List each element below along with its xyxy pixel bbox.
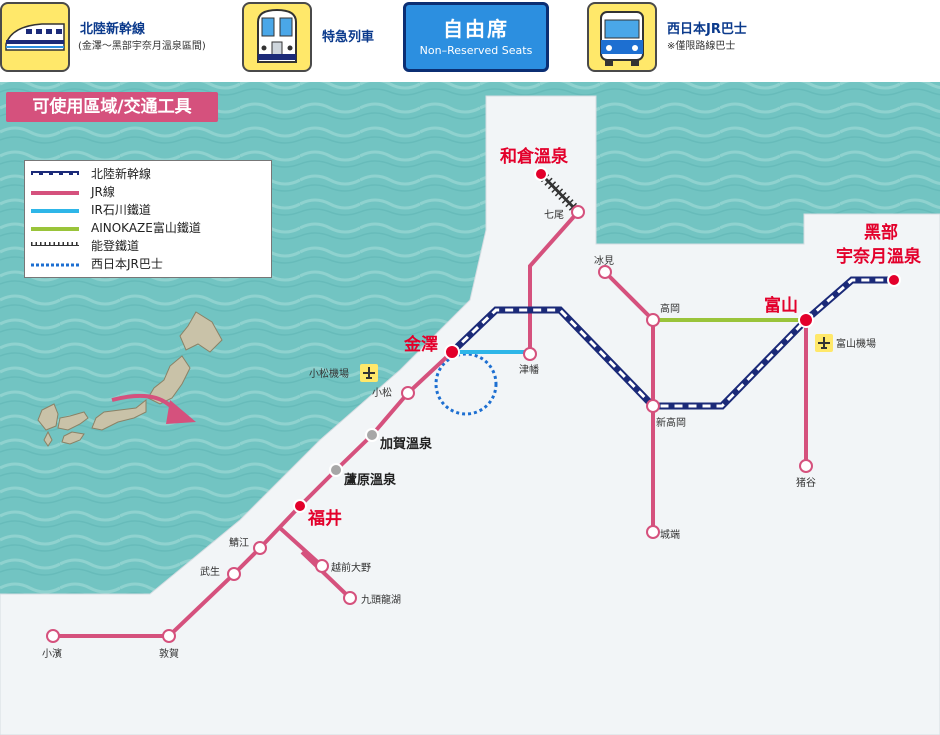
station-label: 宇奈月溫泉 (836, 246, 922, 267)
station-label: 冰見 (594, 254, 614, 267)
jr-swatch (31, 191, 79, 195)
legend-label: 西日本JR巴士 (91, 257, 163, 271)
station-label: 蘆原溫泉 (344, 472, 397, 488)
area-title: 可使用區域/交通工具 (6, 92, 218, 122)
station-label: 新高岡 (656, 416, 686, 429)
location-arrow (111, 393, 184, 416)
station-label: 猪谷 (796, 477, 816, 489)
ainokaze-swatch (31, 227, 79, 231)
station-label: 和倉溫泉 (500, 146, 569, 167)
legend-label: AINOKAZE富山鐵道 (91, 221, 201, 235)
legend: 北陸新幹線 JR線 IR石川鐵道 AINOKAZE富山鐵道 能登鐵道 西日本JR… (24, 160, 272, 278)
airplane-icon (360, 364, 378, 382)
legend-label: IR石川鐵道 (91, 203, 151, 217)
shinkansen-swatch (31, 171, 79, 175)
seat-main-label: 自由席 (443, 17, 509, 41)
legend-label: 北陸新幹線 (91, 167, 152, 181)
shinkansen-icon (0, 2, 70, 72)
station-markers (46, 167, 901, 643)
non-reserved-seats-badge: 自由席 Non–Reserved Seats (403, 2, 549, 72)
ir-swatch (31, 209, 79, 213)
airport-label: 富山機場 (836, 337, 876, 350)
japan-silhouette (37, 311, 223, 447)
station-label: 加賀溫泉 (379, 436, 433, 452)
shinkansen-sublabel: (金澤～黑部宇奈月溫泉區間) (78, 41, 206, 52)
bus-icon (587, 2, 657, 72)
station-label: 津幡 (519, 363, 539, 376)
station-label: 武生 (200, 565, 220, 578)
station-label: 金澤 (403, 334, 438, 355)
station-label: 鯖江 (229, 536, 249, 549)
noto-swatch (31, 242, 79, 246)
header-bar: 北陸新幹線 (金澤～黑部宇奈月溫泉區間) 特急列車 自由席 Non–Reserv… (0, 0, 940, 82)
bus-sublabel: ※僅限路線巴士 (667, 41, 736, 52)
station-label: 小松 (372, 386, 392, 399)
airplane-icon (815, 334, 833, 352)
airport-label: 小松機場 (309, 367, 349, 380)
hokuriku-shinkansen-line (449, 276, 894, 410)
station-label: 敦賀 (159, 647, 179, 660)
station-label: 七尾 (544, 209, 564, 221)
location-arrow-head (166, 400, 196, 424)
limited-express-label: 特急列車 (322, 30, 375, 45)
limited-express-train-icon (242, 2, 312, 72)
bus-swatch (31, 263, 79, 267)
station-label: 黑部 (864, 222, 898, 243)
station-label: 富山 (764, 295, 798, 316)
station-label: 福井 (307, 508, 342, 529)
jr-lines (53, 210, 808, 638)
station-labels: 和倉溫泉 七尾 黑部 宇奈月溫泉 冰見 高岡 富山 金澤 津幡 小松 新高岡 加… (42, 146, 922, 660)
station-label: 城端 (660, 528, 680, 541)
station-label: 九頭龍湖 (361, 593, 401, 606)
seat-sub-label: Non–Reserved Seats (419, 44, 533, 57)
station-label: 小濱 (42, 647, 62, 660)
legend-label: 能登鐵道 (91, 239, 140, 253)
station-label: 越前大野 (331, 561, 371, 574)
noto-railway-line (537, 170, 582, 216)
shinkansen-label: 北陸新幹線 (80, 22, 146, 37)
bus-label: 西日本JR巴士 (667, 22, 747, 37)
legend-label: JR線 (91, 185, 115, 199)
station-label: 高岡 (660, 302, 680, 315)
jr-bus-loop (434, 352, 498, 416)
